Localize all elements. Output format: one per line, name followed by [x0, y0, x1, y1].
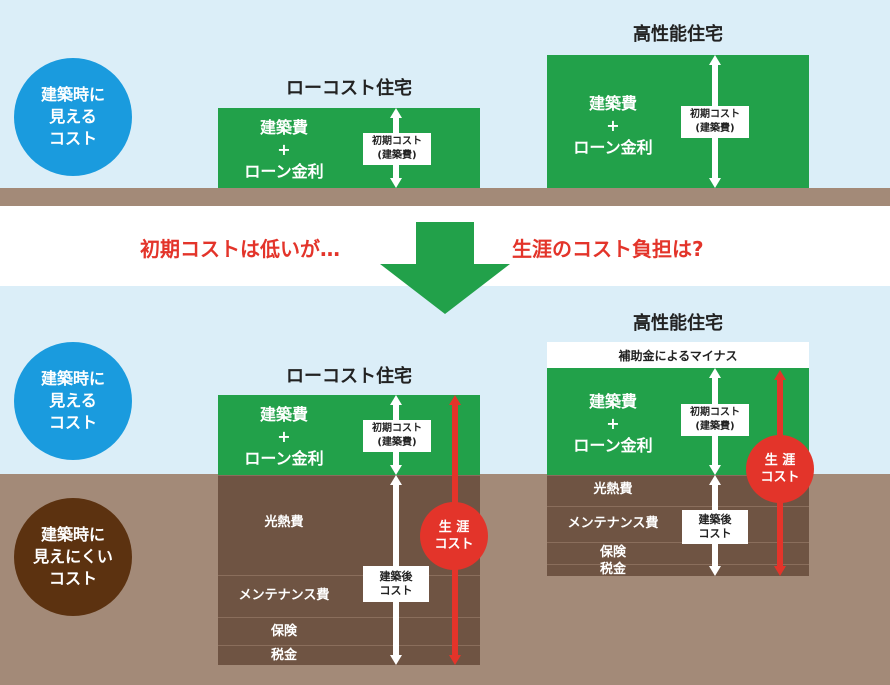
low-cost-build-cost-text-top: 建築費 + ローン金利	[244, 118, 324, 181]
initial-cost-label-low-bottom: 初期コスト (建築費)	[363, 420, 431, 452]
visible-cost-circle-top: 建築時に 見える コスト	[14, 58, 132, 176]
high-perf-build-cost-text-top: 建築費 + ローン金利	[573, 94, 653, 157]
middle-right-text: 生涯のコスト負担は?	[512, 237, 704, 261]
lifetime-cost-circle-low: 生 涯 コスト	[420, 502, 488, 570]
utilities-label-low: 光熱費	[264, 515, 304, 530]
tax-band-low	[218, 645, 480, 665]
maintenance-band-low	[218, 575, 480, 617]
subsidy-bar: 補助金によるマイナス	[547, 342, 809, 368]
insurance-band-low	[218, 617, 480, 645]
low-cost-build-cost-text-bottom: 建築費 + ローン金利	[244, 405, 324, 468]
high-perf-title-top: 高性能住宅	[633, 24, 723, 45]
down-arrow-icon	[380, 222, 510, 314]
hidden-cost-circle: 建築時に 見えにくい コスト	[14, 498, 132, 616]
initial-cost-label-high-bottom: 初期コスト (建築費)	[681, 404, 749, 436]
low-cost-green-block-top	[218, 108, 480, 188]
tax-band-high	[547, 564, 809, 576]
maintenance-label-low: メンテナンス費	[238, 588, 330, 603]
middle-left-text: 初期コストは低いが…	[140, 237, 340, 261]
low-cost-title-top: ローコスト住宅	[286, 78, 412, 99]
visible-cost-circle-bottom: 建築時に 見える コスト	[14, 342, 132, 460]
low-cost-title-bottom: ローコスト住宅	[286, 366, 412, 387]
high-perf-title-bottom: 高性能住宅	[633, 313, 723, 334]
insurance-label-low: 保険	[270, 624, 297, 639]
initial-cost-label-high-top: 初期コスト (建築費)	[681, 106, 749, 138]
insurance-label-high: 保険	[599, 545, 626, 560]
post-cost-label-low: 建築後 コスト	[363, 566, 429, 602]
lifetime-cost-circle-high: 生 涯 コスト	[746, 435, 814, 503]
high-perf-green-block-top	[547, 55, 809, 188]
maintenance-band-high	[547, 506, 809, 542]
ground-band-top	[0, 188, 890, 206]
insurance-band-high	[547, 542, 809, 564]
tax-label-low: 税金	[270, 648, 297, 663]
maintenance-label-high: メンテナンス費	[567, 516, 659, 531]
low-cost-green-block-bottom	[218, 395, 480, 475]
tax-label-high: 税金	[599, 562, 626, 577]
high-perf-build-cost-text-bottom: 建築費 + ローン金利	[573, 392, 653, 455]
post-cost-label-high: 建築後 コスト	[682, 510, 748, 544]
utilities-label-high: 光熱費	[593, 482, 633, 497]
initial-cost-label-low-top: 初期コスト (建築費)	[363, 133, 431, 165]
